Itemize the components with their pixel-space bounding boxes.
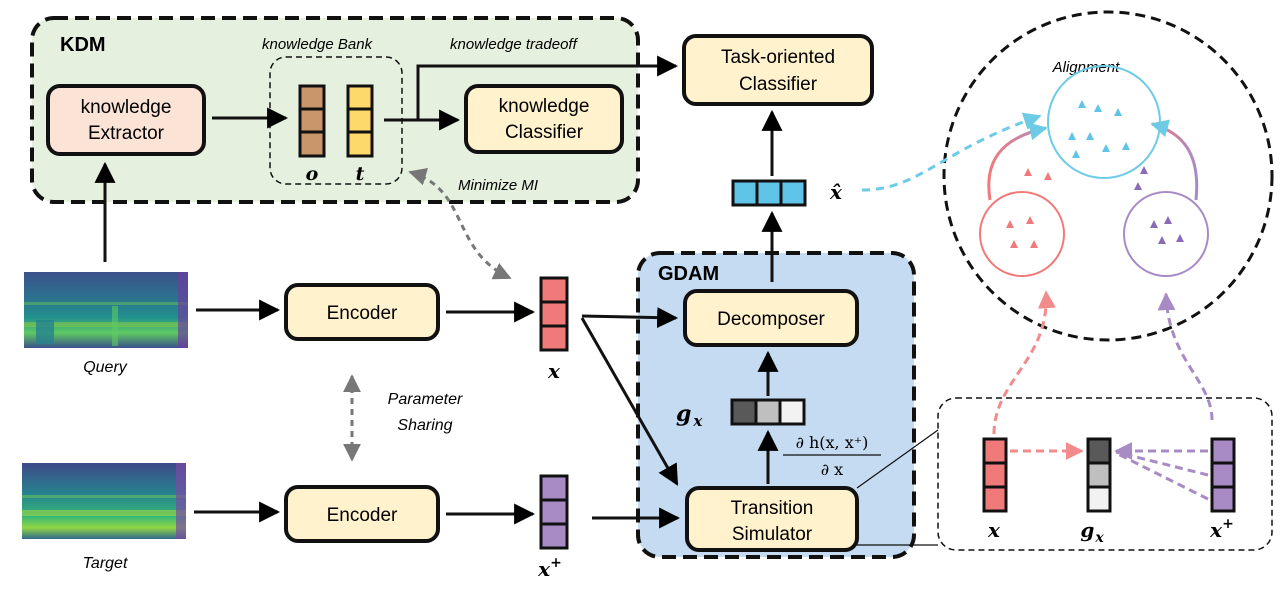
detail-gx-vector: [1086, 437, 1112, 513]
knowledge-extractor-box: knowledge Extractor: [46, 84, 206, 156]
task-classifier-line1: Task-oriented: [721, 47, 835, 68]
detail-xplus-to-gx-arrow-3: [1115, 451, 1209, 501]
kdm-title: KDM: [60, 34, 106, 56]
decomposer-box: Decomposer: [683, 289, 859, 347]
xplus-label: x+: [537, 555, 562, 581]
slot-o-label: o: [306, 163, 319, 185]
simulator-line2: Simulator: [732, 524, 813, 545]
knowledge-tradeoff-label: knowledge tradeoff: [450, 36, 579, 53]
knowledge-bank-label: knowledge Bank: [262, 36, 374, 53]
bank-vector-t: [346, 84, 374, 158]
alignment-frame: [942, 10, 1274, 342]
arrow-x-to-decomposer: [581, 307, 679, 329]
detail-x-to-query-cluster-arrow: [992, 290, 1056, 435]
target-spectrogram: [22, 463, 186, 539]
arrow-bank-to-task-classifier: [416, 55, 679, 120]
x-vector: [539, 276, 569, 352]
gx-vector: [730, 398, 806, 426]
detail-x-label: x: [987, 518, 1001, 542]
callout-line-top: [856, 429, 939, 489]
target-points: [1134, 166, 1184, 244]
query-encoder-label: Encoder: [327, 303, 398, 324]
target-encoder-label: Encoder: [327, 505, 398, 526]
aligned-points: [1068, 100, 1130, 158]
minimize-mi-label: Minimize MI: [458, 177, 538, 194]
query-encoder-box: Encoder: [284, 283, 440, 341]
detail-xplus-to-gx-arrow-2: [1115, 450, 1209, 477]
param-sharing-line2: Sharing: [397, 417, 452, 434]
task-classifier-line2: Classifier: [739, 74, 818, 95]
arrow-x-to-simulator: [580, 317, 679, 486]
target-encoder-box: Encoder: [284, 485, 440, 543]
x-label: x: [547, 359, 561, 383]
xplus-vector: [539, 474, 569, 550]
detail-xplus-to-target-cluster-arrow: [1157, 292, 1214, 421]
kclassifier-line1: knowledge: [499, 96, 590, 117]
simulator-line1: Transition: [731, 498, 814, 519]
query-to-aligned-arrow: [987, 122, 1048, 201]
gdam-title: GDAM: [658, 263, 719, 285]
gradient-denominator: ∂ x: [821, 460, 843, 479]
query-spectrogram: [24, 272, 188, 348]
extractor-line2: Extractor: [88, 123, 165, 144]
kclassifier-line2: Classifier: [505, 122, 584, 143]
decomposer-label: Decomposer: [717, 309, 825, 330]
alignment-panel: Alignment: [942, 10, 1274, 342]
target-label: Target: [83, 555, 128, 572]
gradient-numerator: ∂ h(x, x⁺): [796, 433, 869, 452]
target-to-aligned-arrow: [1150, 119, 1199, 201]
detail-xplus-label: x+: [1209, 516, 1234, 542]
bank-vector-o: [298, 84, 326, 158]
detail-gx-label: gx: [1080, 518, 1104, 546]
knowledge-classifier-box: knowledge Classifier: [464, 84, 624, 154]
param-sharing-line1: Parameter: [388, 391, 463, 408]
detail-xplus-vector: [1210, 437, 1236, 513]
kdm-module: KDM knowledge Bank knowledge tradeoff kn…: [30, 16, 679, 204]
query-label: Query: [83, 359, 128, 376]
alignment-title: Alignment: [1052, 59, 1121, 76]
xhat-vector: [731, 179, 807, 207]
detail-x-vector: [982, 437, 1008, 513]
transition-simulator-box: Transition Simulator: [685, 486, 859, 552]
xhat-label: x̂: [829, 180, 843, 204]
slot-t-label: t: [356, 163, 365, 185]
extractor-line1: knowledge: [81, 97, 172, 118]
task-classifier-box: Task-oriented Classifier: [682, 34, 874, 106]
query-points: [1006, 168, 1052, 248]
query-cluster: [979, 191, 1065, 277]
detail-inset: x gx x+: [856, 290, 1273, 551]
xhat-to-alignment-arrow: [861, 112, 1042, 192]
target-cluster: [1123, 191, 1209, 277]
